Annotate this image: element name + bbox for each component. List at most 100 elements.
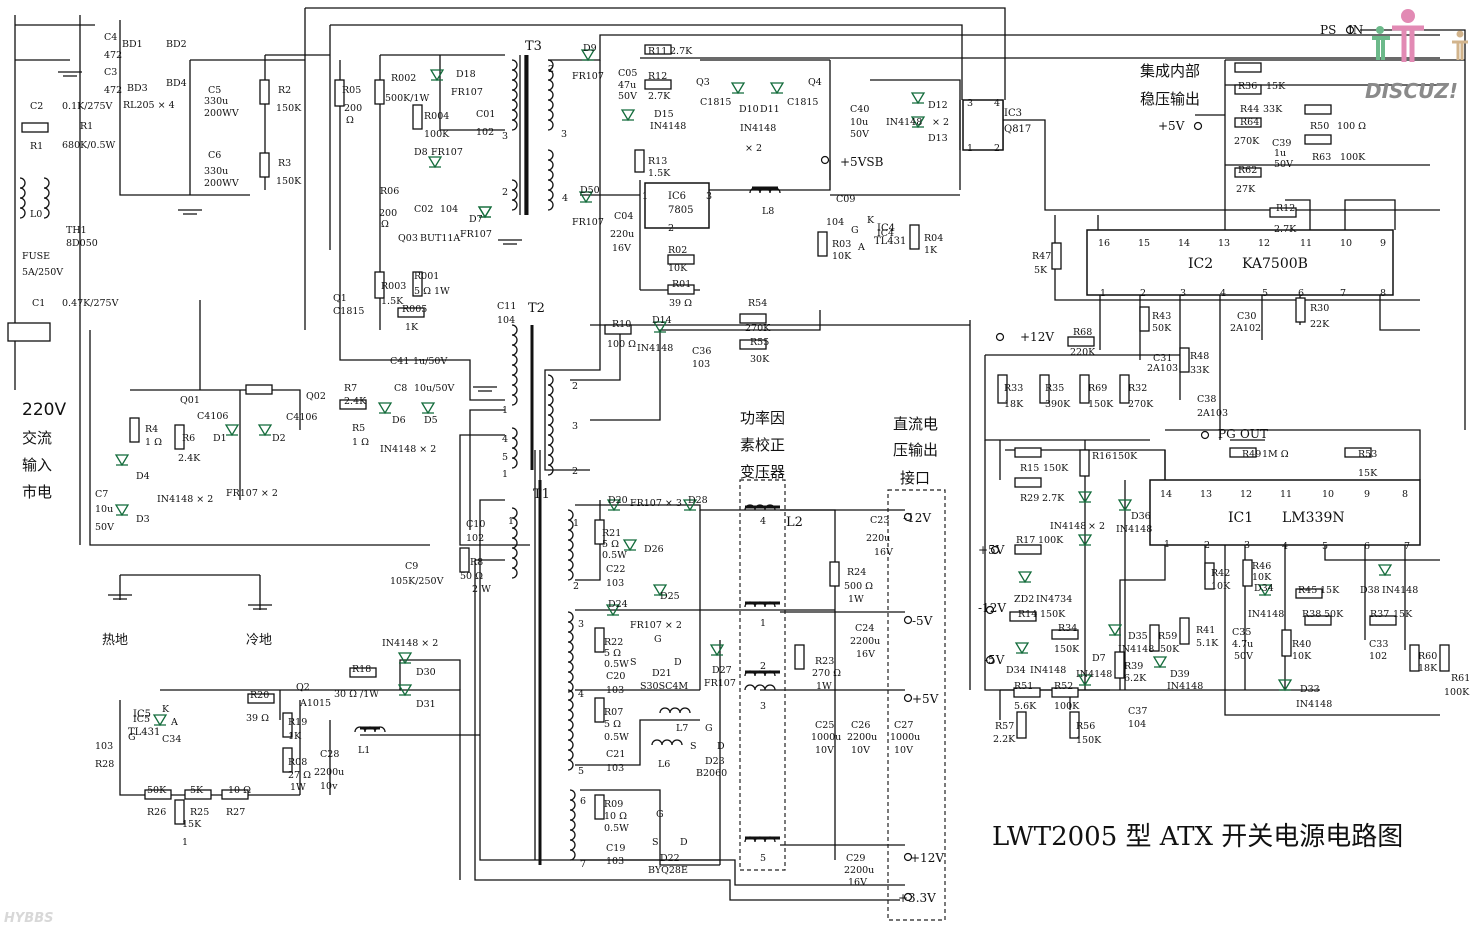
component-label: K xyxy=(867,215,875,226)
component-label: D10 xyxy=(739,104,759,115)
component-label: 10u xyxy=(95,504,113,515)
terminal xyxy=(1200,430,1210,440)
component-label: C31 xyxy=(1153,353,1172,364)
component-label: C20 xyxy=(606,671,625,682)
component-label: D36 xyxy=(1131,511,1151,522)
component-label: 2.2K xyxy=(993,734,1016,745)
diode xyxy=(606,499,622,512)
component-label: 10u/50V xyxy=(414,383,454,394)
component-label: C39 xyxy=(1272,138,1291,149)
component-label: 50K xyxy=(147,785,167,796)
component-label: 104 xyxy=(497,315,515,326)
resistor xyxy=(1344,447,1372,458)
component-label: R45 xyxy=(1298,585,1317,596)
component-label: 2200u xyxy=(847,732,877,743)
component-label: 200 xyxy=(379,208,397,219)
component-label: 103 xyxy=(606,856,624,867)
component-label: IC5 xyxy=(133,714,150,725)
component-label: R7 xyxy=(344,383,357,394)
component-label: 10V xyxy=(851,745,870,756)
component-label: D20 xyxy=(608,495,628,506)
resistor xyxy=(374,271,385,299)
component-label: R38 xyxy=(1302,609,1321,620)
component-label: 1 xyxy=(1164,539,1170,550)
component-label: IN4148 × 2 xyxy=(382,638,438,649)
resistor xyxy=(349,667,377,678)
resistor xyxy=(1234,84,1262,95)
component-label: 2 W xyxy=(472,584,491,595)
component-label: C04 xyxy=(614,211,633,222)
component-label: R48 xyxy=(1190,351,1209,362)
resistor xyxy=(594,627,605,653)
component-label: C7 xyxy=(95,489,108,500)
component-label: D22 xyxy=(660,853,680,864)
resistor xyxy=(247,693,275,704)
component-label: C19 xyxy=(606,843,625,854)
wire xyxy=(870,79,961,190)
component-label: K xyxy=(162,704,170,715)
component-label: 220K xyxy=(1070,347,1096,358)
component-label: 12 xyxy=(1258,238,1270,249)
component-label: D28 xyxy=(688,495,708,506)
component-label: C05 xyxy=(618,68,637,79)
annotation-text: 变压器 xyxy=(740,463,785,481)
resistor xyxy=(1014,447,1042,458)
wire xyxy=(89,330,430,546)
component-label: 1u xyxy=(1274,148,1286,159)
component-label: 104 xyxy=(826,217,844,228)
component-label: 15K xyxy=(1266,81,1286,92)
component-label: 2A102 xyxy=(1230,323,1261,334)
resistor xyxy=(1067,336,1095,347)
component-label: D25 xyxy=(660,591,680,602)
component-label: 1 xyxy=(967,143,973,154)
component-label: 680K/0.5W xyxy=(62,140,116,151)
component-label: D11 xyxy=(760,104,780,115)
pfc-transformer-boundary xyxy=(739,479,786,871)
component-label: C23 xyxy=(870,515,889,526)
diode xyxy=(622,539,638,552)
component-label: R12 xyxy=(1276,203,1295,214)
winding xyxy=(744,684,776,691)
component-label: 3 xyxy=(572,421,578,432)
component-label: C33 xyxy=(1369,639,1388,650)
resistor xyxy=(1009,611,1037,622)
component-label: R6 xyxy=(182,433,195,444)
resistor xyxy=(1295,588,1323,599)
component-label: 150K xyxy=(276,103,302,114)
component-label: 3 xyxy=(967,98,973,109)
component-label: 2A103 xyxy=(1197,408,1228,419)
component-label: 3 xyxy=(578,619,584,630)
component-label: 390K xyxy=(1045,399,1071,410)
component-label: 5.6K xyxy=(1014,701,1037,712)
resistor xyxy=(1139,306,1150,332)
component-label: R39 xyxy=(1124,661,1143,672)
resistor xyxy=(1069,711,1080,739)
component-label: R08 xyxy=(288,757,307,768)
component-label: C4 xyxy=(104,32,117,43)
component-label: 100K xyxy=(424,129,450,140)
component-label: G xyxy=(656,809,664,820)
component-label: 150K xyxy=(1043,463,1069,474)
diode xyxy=(910,116,926,129)
component-label: L1 xyxy=(358,745,370,756)
component-label: D30 xyxy=(416,667,436,678)
component-label: R53 xyxy=(1358,449,1377,460)
diode xyxy=(1277,679,1293,692)
component-label: R11 xyxy=(648,46,667,57)
component-label: 50 Ω xyxy=(460,571,483,582)
terminal xyxy=(1193,121,1203,131)
component-label: R18 xyxy=(352,664,371,675)
component-label: 1M Ω xyxy=(1262,449,1289,460)
component-label: R34 xyxy=(1058,623,1077,634)
component-label: 13 xyxy=(1218,238,1230,249)
component-label: Q3 xyxy=(696,77,710,88)
component-label: C9 xyxy=(405,561,418,572)
component-label: 5K xyxy=(190,785,204,796)
component-label: IN4148 xyxy=(1076,669,1112,680)
terminal xyxy=(985,655,995,665)
component-label: 33K xyxy=(1190,365,1210,376)
diode xyxy=(652,321,668,334)
component-label: 103 xyxy=(606,763,624,774)
diode xyxy=(1107,624,1123,637)
